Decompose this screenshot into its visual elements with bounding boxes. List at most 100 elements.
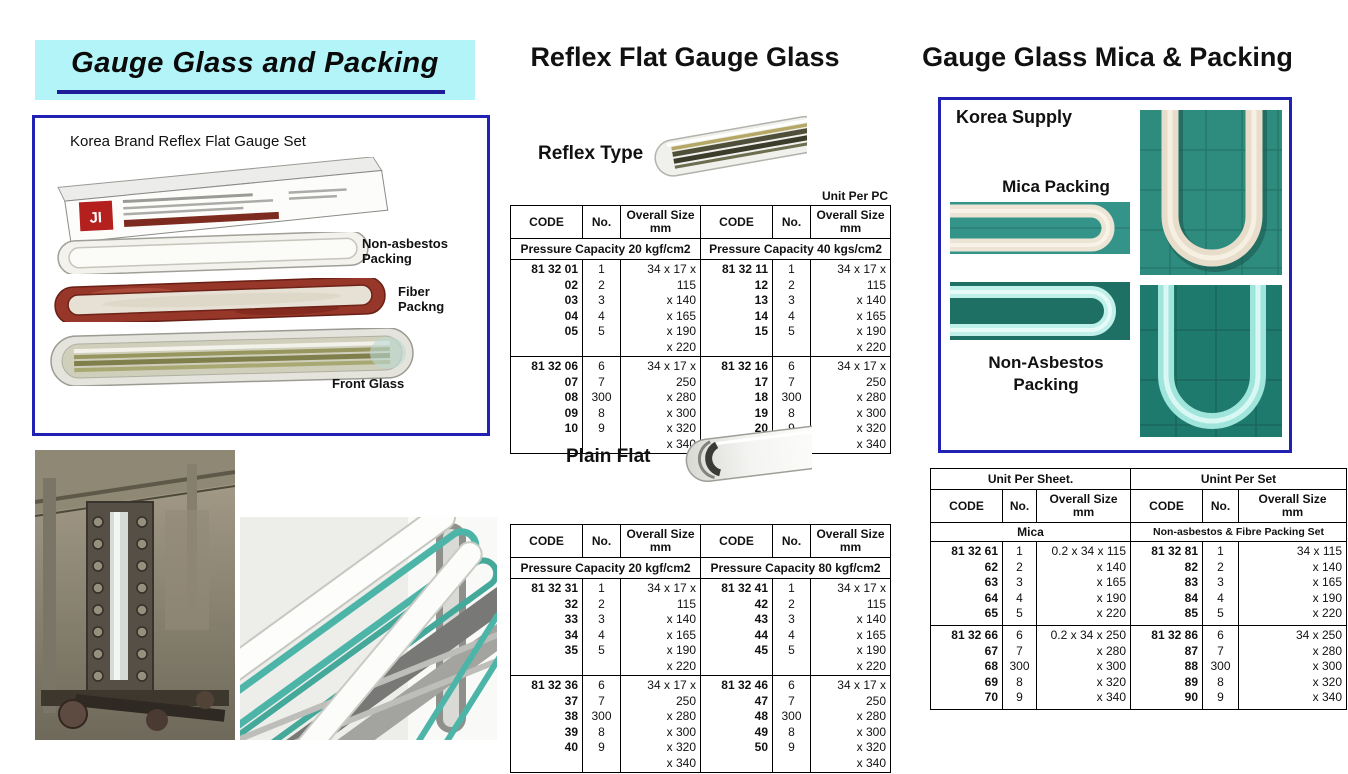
- plain-flat-heading: Plain Flat: [566, 446, 651, 467]
- col-header-size: Overall Size mm: [620, 524, 701, 558]
- cell-codes: 81 32 61 62 63 64 65: [930, 541, 1003, 626]
- cell-sizes: 34 x 17 x 250 x 280 x 300 x 320 x 340: [620, 675, 701, 773]
- cell-sizes: 0.2 x 34 x 115 x 140 x 165 x 190 x 220: [1036, 541, 1131, 626]
- code-group-row: 81 32 01 02 03 04 05 1 2 3 4 5 34 x 17 x…: [510, 259, 891, 357]
- reflex-table: CODE No. Overall Size mm CODE No. Overal…: [510, 205, 891, 454]
- col-header-code: CODE: [1130, 489, 1203, 523]
- banner-underline: [57, 90, 445, 94]
- front-glass-image: [50, 328, 414, 386]
- col-header-no: No.: [772, 524, 811, 558]
- pressure-row: Pressure Capacity 20 kgf/cm2 Pressure Ca…: [510, 238, 891, 260]
- cell-nos: 1 2 3 4 5: [582, 259, 621, 357]
- cell-nos: 6 7 300 8 9: [1202, 625, 1239, 710]
- plain-table: CODE No. Overall Size mm CODE No. Overal…: [510, 524, 891, 773]
- pressure-capacity-left: Pressure Capacity 20 kgf/cm2: [510, 238, 701, 260]
- cell-codes: 81 32 46 47 48 49 50: [700, 675, 773, 773]
- mica-packing-photo-tall: [1140, 110, 1282, 275]
- non-asbestos-packing-label: Non-asbestos Packing: [362, 236, 448, 266]
- cell-codes: 81 32 36 37 38 39 40: [510, 675, 583, 773]
- cell-codes: 81 32 41 42 43 44 45: [700, 578, 773, 676]
- gauge-glass-assortment-photo: [240, 517, 497, 740]
- cell-sizes: 34 x 115 x 140 x 165 x 190 x 220: [1237, 541, 1348, 626]
- fiber-packing-image: [54, 278, 386, 322]
- cell-nos: 6 7 300 8 9: [772, 675, 811, 773]
- cell-nos: 1 2 3 4 5: [1002, 541, 1037, 626]
- mica-subheader: Mica: [930, 522, 1131, 542]
- gauge-set-box: Korea Brand Reflex Flat Gauge Set JI Non…: [32, 115, 490, 436]
- brand-logo-text: JI: [89, 209, 102, 227]
- korea-supply-title: Korea Supply: [956, 107, 1073, 127]
- cell-codes: 81 32 81 82 83 84 85: [1130, 541, 1203, 626]
- pressure-capacity-right: Pressure Capacity 80 kgf/cm2: [700, 557, 891, 579]
- cell-codes: 81 32 31 32 33 34 35: [510, 578, 583, 676]
- pressure-row: Pressure Capacity 20 kgf/cm2 Pressure Ca…: [510, 557, 891, 579]
- set-box-title: Korea Brand Reflex Flat Gauge Set: [70, 133, 306, 150]
- col-header-size: Overall Size mm: [1237, 489, 1348, 523]
- cell-codes: 81 32 66 67 68 69 70: [930, 625, 1003, 710]
- cell-sizes: 34 x 17 x 115 x 140 x 165 x 190 x 220: [620, 259, 701, 357]
- cell-nos: 6 7 300 8 9: [582, 356, 621, 454]
- mica-section-title: Gauge Glass Mica & Packing: [922, 42, 1293, 72]
- cell-codes: 81 32 11 12 13 14 15: [700, 259, 773, 357]
- unit-row: Unit Per Sheet. Unint Per Set: [930, 468, 1348, 490]
- cell-nos: 1 2 3 4 5: [1202, 541, 1239, 626]
- col-header-no: No.: [582, 205, 621, 239]
- non-asbestos-subheader: Non-asbestos & Fibre Packing Set: [1129, 522, 1348, 542]
- unit-per-set-label: Unint Per Set: [1129, 468, 1348, 490]
- pressure-capacity-right: Pressure Capacity 40 kgs/cm2: [700, 238, 891, 260]
- col-header-no: No.: [1002, 489, 1037, 523]
- col-header-code: CODE: [930, 489, 1003, 523]
- cell-sizes: 34 x 17 x 115 x 140 x 165 x 190 x 220: [810, 259, 891, 357]
- table-header-row: CODE No. Overall Size mm CODE No. Overal…: [510, 524, 891, 558]
- cell-sizes: 34 x 17 x 250 x 280 x 300 x 320 x 340: [810, 675, 891, 773]
- col-header-size: Overall Size mm: [810, 205, 891, 239]
- cell-sizes: 34 x 17 x 250 x 280 x 300 x 320 x 340: [620, 356, 701, 454]
- unit-per-pc-label: Unit Per PC: [821, 189, 888, 203]
- reflex-type-heading: Reflex Type: [538, 143, 644, 164]
- cell-codes: 81 32 01 02 03 04 05: [510, 259, 583, 357]
- code-group-row: 81 32 66 67 68 69 70 6 7 300 8 9 0.2 x 3…: [930, 625, 1348, 710]
- front-glass-label: Front Glass: [332, 376, 405, 391]
- col-header-size: Overall Size mm: [810, 524, 891, 558]
- carton-box-image: JI: [57, 157, 389, 244]
- code-group-row: 81 32 06 07 08 09 10 6 7 300 8 9 34 x 17…: [510, 356, 891, 454]
- table-header-row: CODE No. Overall Size mm CODE No. Overal…: [510, 205, 891, 239]
- fiber-packing-label: Fiber Packng: [398, 284, 445, 314]
- unit-per-sheet-label: Unit Per Sheet.: [930, 468, 1131, 490]
- mica-packing-table: Unit Per Sheet. Unint Per Set CODE No. O…: [930, 468, 1348, 710]
- installation-photo: [35, 450, 235, 740]
- reflex-glass-photo: [654, 115, 807, 177]
- code-group-row: 81 32 31 32 33 34 35 1 2 3 4 5 34 x 17 x…: [510, 578, 891, 676]
- material-row: Mica Non-asbestos & Fibre Packing Set: [930, 522, 1348, 542]
- cell-nos: 1 2 3 4 5: [582, 578, 621, 676]
- cell-nos: 1 2 3 4 5: [772, 578, 811, 676]
- plain-glass-photo: [685, 424, 812, 483]
- korea-supply-box: Korea Supply Mica Packing Non-Asbestos P…: [938, 97, 1292, 453]
- cell-nos: 1 2 3 4 5: [772, 259, 811, 357]
- col-header-code: CODE: [510, 524, 583, 558]
- code-group-row: 81 32 61 62 63 64 65 1 2 3 4 5 0.2 x 34 …: [930, 541, 1348, 626]
- cell-nos: 6 7 300 8 9: [1002, 625, 1037, 710]
- cell-sizes: 34 x 17 x 115 x 140 x 165 x 190 x 220: [620, 578, 701, 676]
- col-header-no: No.: [772, 205, 811, 239]
- col-header-no: No.: [1202, 489, 1239, 523]
- reflex-section-title: Reflex Flat Gauge Glass: [530, 42, 840, 72]
- mica-packing-photo-wide: [950, 202, 1130, 254]
- cell-nos: 6 7 300 8 9: [582, 675, 621, 773]
- non-asbestos-packing-image: [57, 232, 369, 274]
- col-header-code: CODE: [700, 205, 773, 239]
- col-header-code: CODE: [700, 524, 773, 558]
- col-header-size: Overall Size mm: [620, 205, 701, 239]
- cell-codes: 81 32 06 07 08 09 10: [510, 356, 583, 454]
- table-header-row: CODE No. Overall Size mm CODE No. Overal…: [930, 489, 1348, 523]
- cell-sizes: 34 x 250 x 280 x 300 x 320 x 340: [1237, 625, 1348, 710]
- page-banner: Gauge Glass and Packing: [35, 40, 475, 100]
- page-title: Gauge Glass and Packing: [71, 47, 439, 79]
- cell-sizes: 34 x 17 x 250 x 280 x 300 x 320 x 340: [810, 356, 891, 454]
- col-header-no: No.: [582, 524, 621, 558]
- cell-codes: 81 32 86 87 88 89 90: [1130, 625, 1203, 710]
- cell-sizes: 34 x 17 x 115 x 140 x 165 x 190 x 220: [810, 578, 891, 676]
- col-header-code: CODE: [510, 205, 583, 239]
- non-asbestos-packing-photo-wide: [950, 282, 1130, 340]
